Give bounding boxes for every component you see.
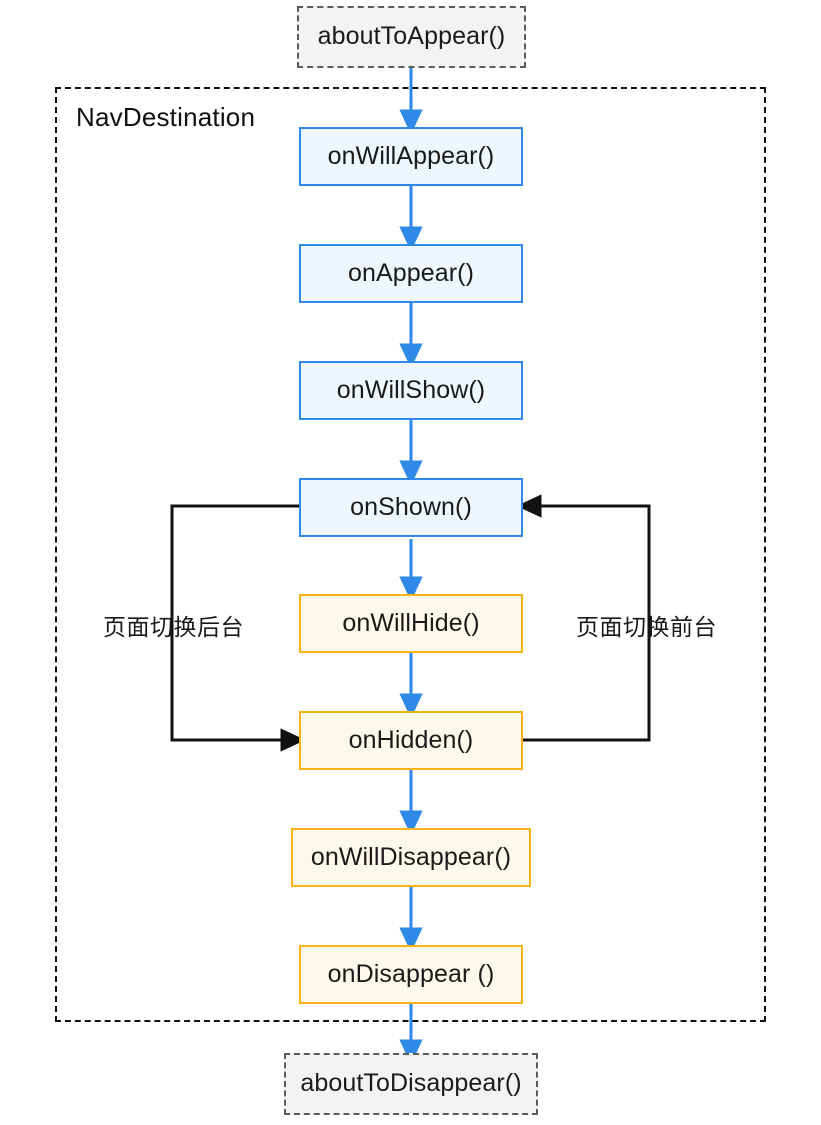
- node-abouttoappear-label: aboutToAppear(): [317, 22, 506, 51]
- node-onwillhide-label: onWillHide(): [342, 608, 480, 637]
- node-onhidden[interactable]: onHidden(): [299, 711, 523, 770]
- node-abouttoappear[interactable]: aboutToAppear(): [297, 6, 526, 68]
- node-onwillappear-label: onWillAppear(): [327, 141, 495, 170]
- node-onappear-label: onAppear(): [347, 258, 475, 287]
- node-onhidden-label: onHidden(): [348, 725, 474, 754]
- node-onwilldisappear-label: onWillDisappear(): [310, 842, 512, 871]
- navdestination-frame: [55, 87, 766, 1022]
- node-abouttodisappear[interactable]: aboutToDisappear(): [284, 1053, 538, 1115]
- edge-label-left-loop: 页面切换后台: [103, 614, 244, 640]
- node-ondisappear-label: onDisappear (): [327, 959, 495, 988]
- node-onwillshow-label: onWillShow(): [336, 375, 486, 404]
- node-ondisappear[interactable]: onDisappear (): [299, 945, 523, 1004]
- navdestination-frame-title: NavDestination: [76, 102, 256, 132]
- node-onwillhide[interactable]: onWillHide(): [299, 594, 523, 653]
- node-onwillshow[interactable]: onWillShow(): [299, 361, 523, 420]
- edge-label-right-loop: 页面切换前台: [576, 614, 717, 640]
- node-onshown[interactable]: onShown(): [299, 478, 523, 537]
- node-abouttodisappear-label: aboutToDisappear(): [300, 1069, 522, 1098]
- node-onappear[interactable]: onAppear(): [299, 244, 523, 303]
- node-onwillappear[interactable]: onWillAppear(): [299, 127, 523, 186]
- node-onwilldisappear[interactable]: onWillDisappear(): [291, 828, 531, 887]
- node-onshown-label: onShown(): [350, 492, 472, 521]
